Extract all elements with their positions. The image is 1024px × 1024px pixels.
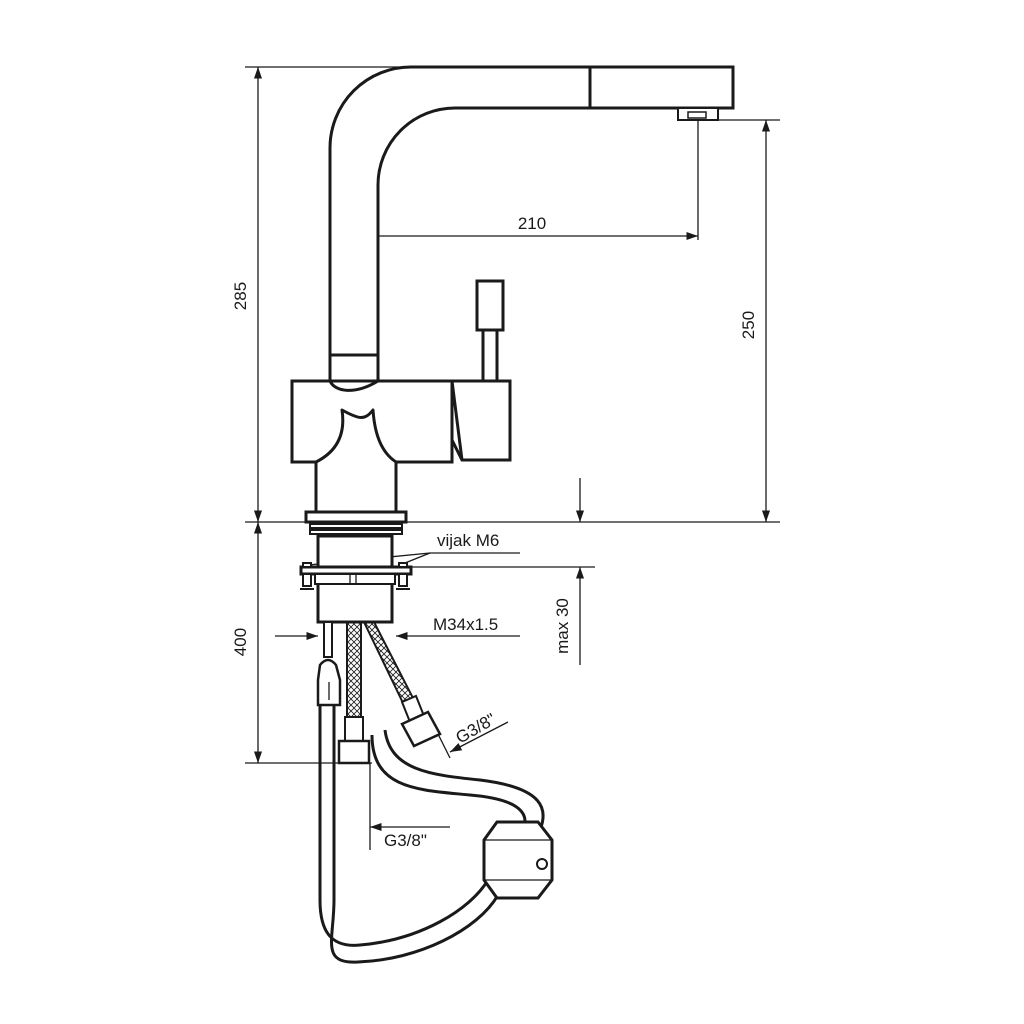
thread-callout: M34x1.5 [275,615,520,641]
dimension-400: 400 [231,522,263,763]
dimension-400-label: 400 [231,628,250,656]
cold-water-hose [337,621,371,765]
mounting-plate [299,565,413,585]
dimension-210: 210 [355,214,698,241]
lever-handle[interactable] [450,279,512,462]
connector-right-label: G3/8" [453,710,500,748]
pullout-hose [318,700,545,964]
mounting-screw-left [300,562,314,590]
spout [328,65,735,387]
hose-weight [482,820,554,900]
connector-bottom-label: G3/8" [384,831,427,850]
thread-label: M34x1.5 [433,615,498,634]
dimension-250: 250 [739,119,771,522]
screw-label: vijak M6 [437,531,499,550]
dimension-max-30: max 30 [553,478,585,665]
connector-right-callout: G3/8" [434,710,509,759]
connector-bottom-callout: G3/8" [369,763,450,850]
pullout-hose-connector [316,621,342,707]
dimension-210-label: 210 [518,214,546,233]
dimension-285-label: 285 [231,282,250,310]
mounting-screw-right [396,562,410,590]
hot-water-hose [362,621,442,748]
dimension-285: 285 [231,67,263,522]
dimension-max-30-label: max 30 [553,598,572,654]
dimension-250-label: 250 [739,311,758,339]
faucet-body [290,379,454,624]
